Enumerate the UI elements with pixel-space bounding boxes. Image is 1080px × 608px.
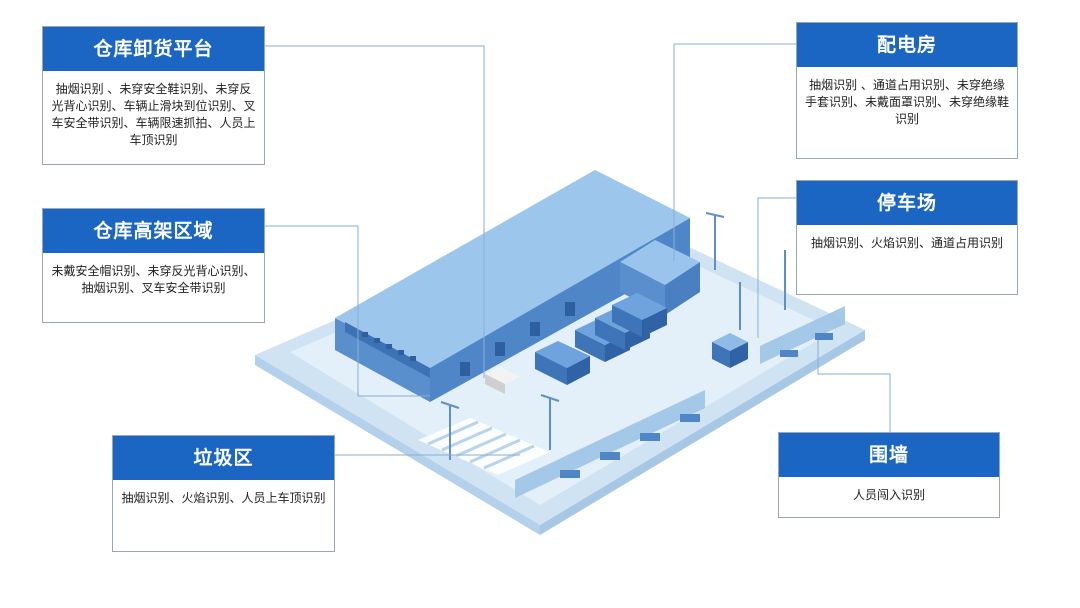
trucks: [485, 293, 667, 394]
callout-title: 仓库高架区域: [43, 209, 264, 253]
callout-title: 停车场: [797, 181, 1017, 225]
callout-title: 围墙: [779, 433, 999, 477]
callout-unloading-platform: 仓库卸货平台 抽烟识别 、未穿安全鞋识别、未穿反光背心识别、车辆止滑块到位识别、…: [42, 26, 265, 165]
callout-description: 抽烟识别、火焰识别、通道占用识别: [810, 236, 1003, 250]
callout-description: 抽烟识别 、通道占用识别、未穿绝缘手套识别、未戴面罩识别、未穿绝缘鞋识别: [805, 78, 1010, 126]
callout-perimeter-wall: 围墙 人员闯入识别: [778, 432, 1000, 518]
callout-description: 抽烟识别 、未穿安全鞋识别、未穿反光背心识别、车辆止滑块到位识别、叉车安全带识别…: [51, 82, 256, 147]
callout-parking-lot: 停车场 抽烟识别、火焰识别、通道占用识别: [796, 180, 1018, 295]
callout-description: 人员闯入识别: [852, 488, 925, 502]
light-poles: [440, 212, 786, 460]
callout-title: 垃圾区: [113, 436, 334, 480]
callout-power-room: 配电房 抽烟识别 、通道占用识别、未穿绝缘手套识别、未戴面罩识别、未穿绝缘鞋识别: [796, 22, 1018, 159]
callout-title: 仓库卸货平台: [43, 27, 264, 71]
callout-description: 抽烟识别、火焰识别、人员上车顶识别: [121, 491, 326, 505]
callout-description: 未戴安全帽识别、未穿反光背心识别、抽烟识别、叉车安全带识别: [51, 264, 256, 295]
callout-title: 配电房: [797, 23, 1017, 67]
callout-garbage-area: 垃圾区 抽烟识别、火焰识别、人员上车顶识别: [112, 435, 335, 552]
fence-walls: [515, 306, 845, 498]
leader-lines: [265, 43, 891, 456]
callout-high-shelf-area: 仓库高架区域 未戴安全帽识别、未穿反光背心识别、抽烟识别、叉车安全带识别: [42, 208, 265, 323]
guard-booth: [712, 333, 748, 368]
